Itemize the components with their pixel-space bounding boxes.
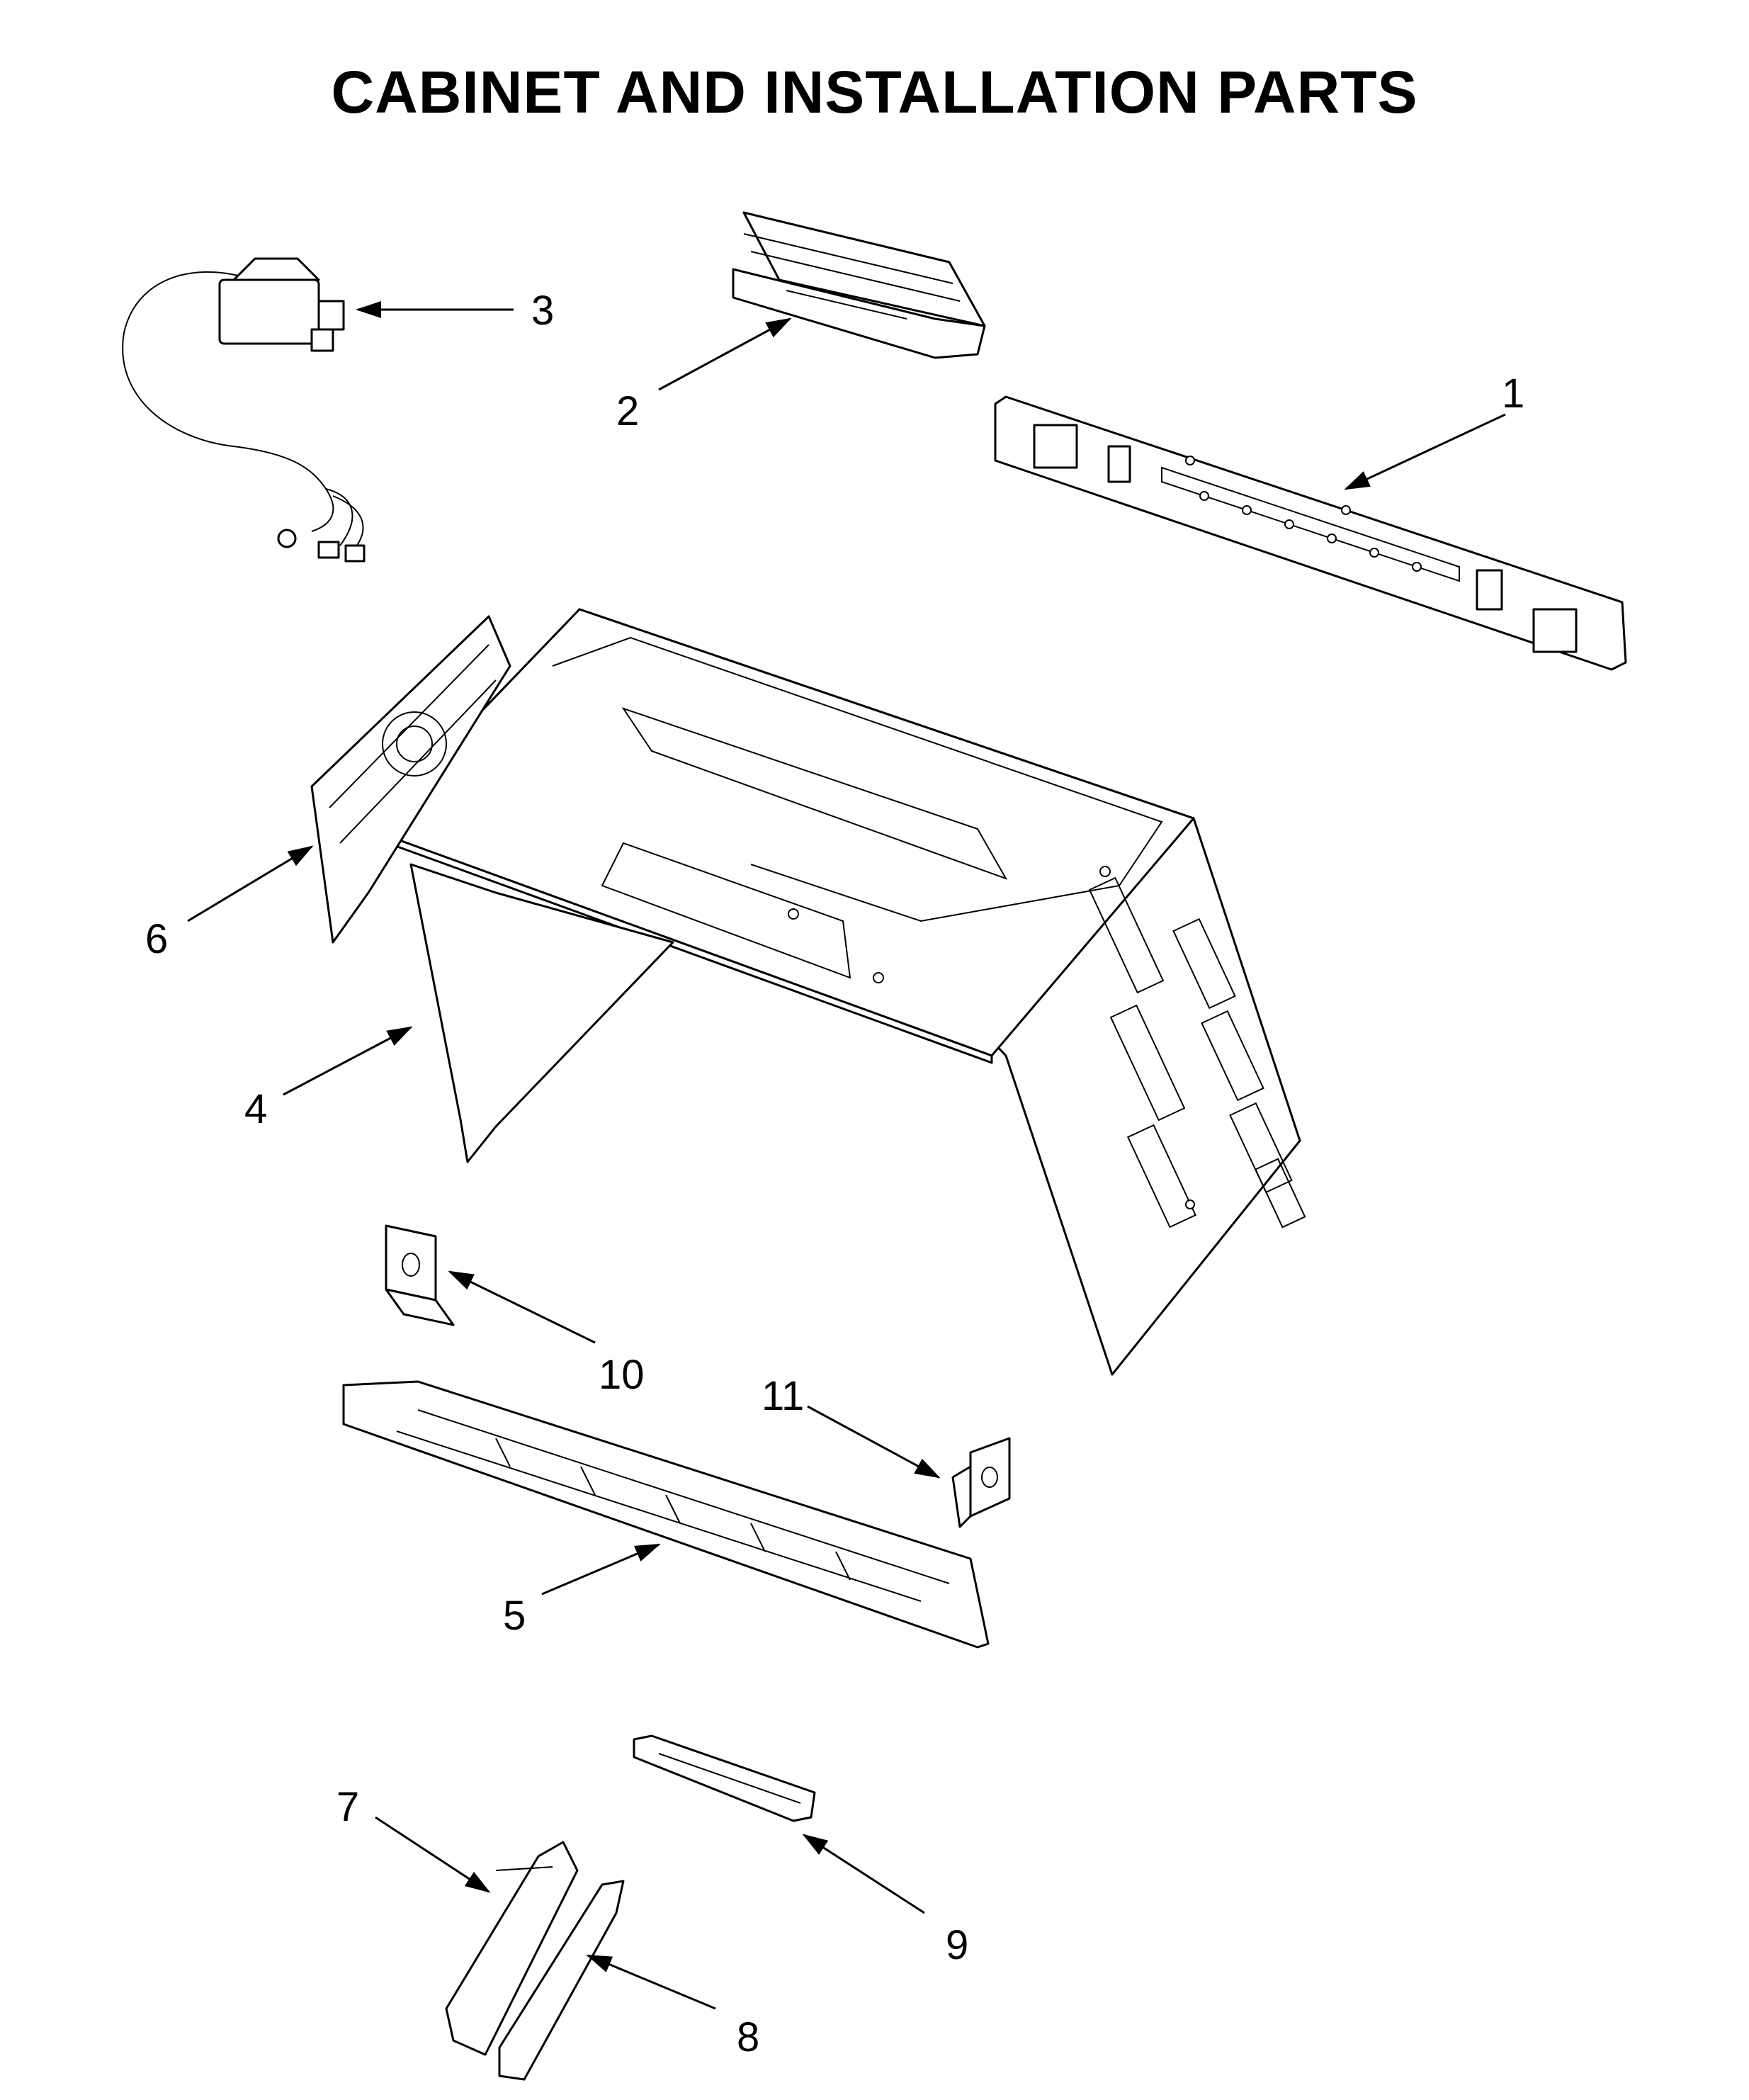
- part-10-bracket: [385, 1224, 455, 1326]
- leader-11: [807, 1405, 941, 1479]
- callout-1: 1: [1502, 371, 1524, 417]
- leader-7: [375, 1816, 491, 1893]
- leader-1: [1344, 413, 1506, 490]
- callout-4: 4: [244, 1086, 267, 1132]
- leader-9: [802, 1834, 925, 1914]
- leader-10: [448, 1270, 596, 1344]
- part-11-bracket: [951, 1437, 1011, 1528]
- part-5-grille-rail: [342, 1380, 990, 1649]
- leader-8: [586, 1954, 716, 2010]
- leader-2: [658, 317, 792, 391]
- part-8-duct: [498, 1880, 625, 2081]
- part-6-vent-assembly: [310, 615, 511, 944]
- callout-2: 2: [616, 388, 639, 434]
- callout-8: 8: [737, 2014, 759, 2060]
- part-9-rail: [633, 1734, 816, 1822]
- callout-labels: 1 2 3 4 5 6 7 8 9 10 11: [145, 288, 1524, 2060]
- part-1-mounting-plate: [994, 395, 1627, 671]
- callout-6: 6: [145, 916, 168, 962]
- leader-lines: [187, 301, 1506, 2010]
- leader-6: [187, 845, 314, 922]
- callout-7: 7: [336, 1784, 359, 1830]
- callout-11: 11: [762, 1373, 804, 1419]
- part-7-duct: [445, 1841, 579, 2056]
- leader-4: [283, 1026, 413, 1096]
- part-3-power-cord: [122, 257, 366, 563]
- page-title: CABINET AND INSTALLATION PARTS: [331, 59, 1418, 125]
- callout-5: 5: [503, 1593, 526, 1639]
- leader-5: [541, 1543, 661, 1596]
- callout-9: 9: [946, 1922, 968, 1968]
- callout-10: 10: [599, 1352, 645, 1398]
- callout-3: 3: [531, 288, 554, 334]
- part-4-cabinet-wrapper: [367, 608, 1306, 1376]
- part-2-top-bracket: [732, 211, 986, 359]
